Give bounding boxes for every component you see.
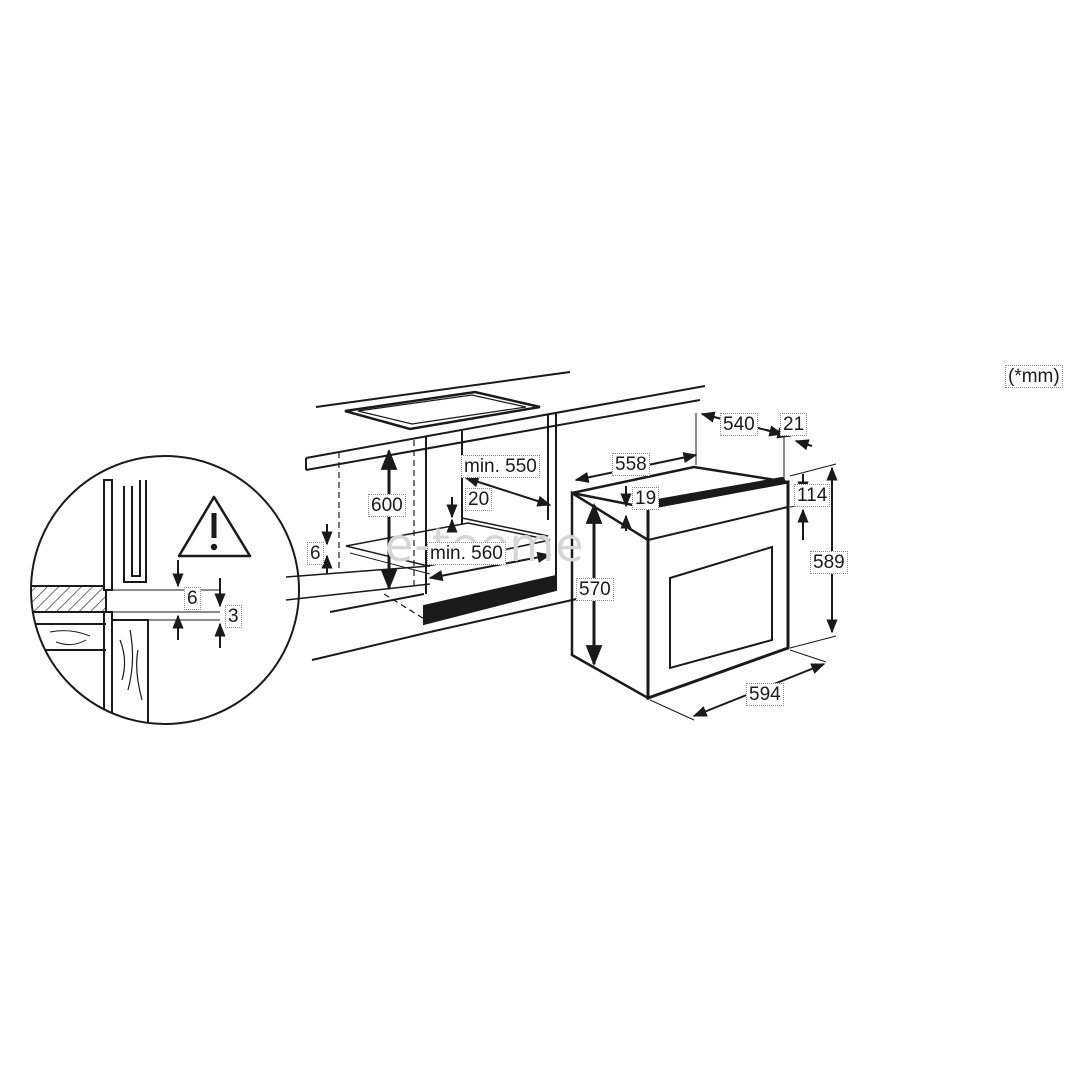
- kitchen-cabinet: [285, 371, 706, 661]
- dim-oven-depth-body: 540: [720, 413, 758, 436]
- dim-cabinet-width-min: min. 560: [427, 542, 506, 565]
- dim-cabinet-depth-min: min. 550: [461, 455, 540, 478]
- warning-triangle-icon: [177, 495, 252, 558]
- dim-gap-side: 6: [307, 542, 324, 565]
- dim-oven-control-panel: 114: [794, 484, 831, 507]
- dim-oven-front-height: 589: [810, 551, 848, 574]
- detail-circle: [30, 455, 300, 725]
- dim-oven-body-height: 570: [576, 578, 614, 601]
- units-note: (*mm): [1005, 365, 1063, 388]
- dim-oven-top-offset: 19: [632, 487, 660, 510]
- cabinet-dimension-lines: [321, 448, 552, 591]
- dim-oven-front-panel: 21: [780, 413, 808, 436]
- dim-gap-top: 20: [465, 488, 493, 511]
- dim-detail-clearance: 3: [225, 605, 242, 628]
- dim-oven-depth-total: 558: [612, 453, 650, 476]
- dim-cabinet-height: 600: [368, 494, 406, 517]
- oven-dimension-lines: [574, 411, 838, 721]
- dim-oven-width: 594: [746, 683, 784, 706]
- dim-detail-gap: 6: [184, 587, 201, 610]
